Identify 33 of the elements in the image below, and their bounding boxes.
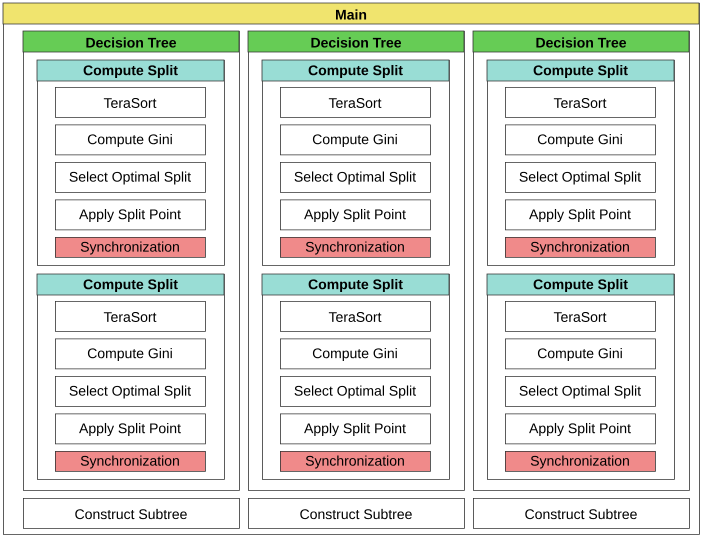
step-box: TeraSort <box>505 87 656 118</box>
step-box: Apply Split Point <box>55 414 206 444</box>
step-box: TeraSort <box>505 301 656 332</box>
step-box: Select Optimal Split <box>280 162 431 193</box>
step-box: Select Optimal Split <box>55 162 206 193</box>
step-box: Construct Subtree <box>248 498 465 529</box>
step-box: Apply Split Point <box>505 200 656 230</box>
step-box: Compute Gini <box>505 124 656 156</box>
step-box: TeraSort <box>55 87 206 118</box>
step-box: Select Optimal Split <box>505 162 656 193</box>
step-box: Compute Gini <box>280 124 431 156</box>
step-box: Apply Split Point <box>505 414 656 444</box>
sync-box: Synchronization <box>505 237 656 258</box>
step-box: Compute Gini <box>280 338 431 370</box>
step-box: Select Optimal Split <box>55 376 206 407</box>
sync-box: Synchronization <box>55 451 206 472</box>
step-box: TeraSort <box>280 301 431 332</box>
step-box: Compute Gini <box>55 124 206 156</box>
sync-box: Synchronization <box>55 237 206 258</box>
step-box: Apply Split Point <box>280 414 431 444</box>
step-box: Compute Gini <box>55 338 206 370</box>
step-box: Apply Split Point <box>280 200 431 230</box>
step-box: TeraSort <box>280 87 431 118</box>
step-box: Select Optimal Split <box>505 376 656 407</box>
step-box: Construct Subtree <box>473 498 690 529</box>
sync-box: Synchronization <box>280 451 431 472</box>
sync-box: Synchronization <box>280 237 431 258</box>
step-box: Apply Split Point <box>55 200 206 230</box>
step-box: TeraSort <box>55 301 206 332</box>
sync-box: Synchronization <box>505 451 656 472</box>
step-box: Construct Subtree <box>23 498 240 529</box>
step-box: Compute Gini <box>505 338 656 370</box>
step-box: Select Optimal Split <box>280 376 431 407</box>
